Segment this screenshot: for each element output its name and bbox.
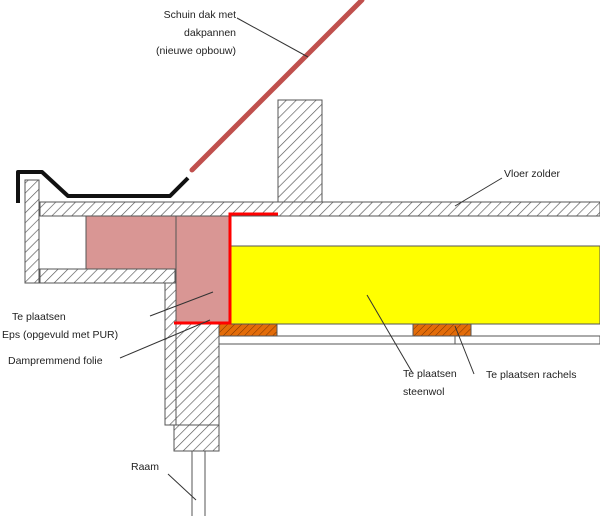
label-roof-2: dakpannen xyxy=(184,27,236,39)
label-wool-2: steenwol xyxy=(403,386,444,398)
batten-left xyxy=(218,323,278,337)
leader-lines xyxy=(119,17,503,501)
window-frame xyxy=(173,424,220,452)
label-vapor: Dampremmend folie xyxy=(8,355,103,367)
fascia-board xyxy=(24,179,40,284)
label-eps-2: Eps (opgevuld met PUR) xyxy=(2,329,118,341)
ceiling-board xyxy=(218,335,600,345)
label-wool-1: Te plaatsen xyxy=(403,368,457,380)
label-battens: Te plaatsen rachels xyxy=(486,369,576,381)
leader-battens xyxy=(454,325,475,375)
eps-block-horizontal xyxy=(85,215,177,270)
sloped-roof xyxy=(189,0,365,173)
rock-wool xyxy=(229,245,600,325)
leader-floor xyxy=(454,177,503,207)
label-roof-3: (nieuwe opbouw) xyxy=(156,45,236,57)
leader-roof xyxy=(236,17,309,58)
gutter xyxy=(16,170,190,203)
floor-slab xyxy=(39,201,600,217)
leader-vapor xyxy=(119,319,211,359)
leader-wool xyxy=(366,294,413,373)
label-roof-1: Schuin dak met xyxy=(164,9,236,21)
eps-block-vertical xyxy=(175,215,231,325)
wall-outer xyxy=(164,282,177,426)
leader-eps xyxy=(149,291,214,317)
roof-post xyxy=(277,99,323,203)
label-window: Raam xyxy=(131,461,159,473)
label-floor: Vloer zolder xyxy=(504,168,561,180)
wall-inner xyxy=(175,323,220,426)
batten-right xyxy=(412,323,472,337)
leader-window xyxy=(167,473,197,501)
label-eps-1: Te plaatsen xyxy=(12,311,66,323)
soffit-board xyxy=(39,268,176,284)
